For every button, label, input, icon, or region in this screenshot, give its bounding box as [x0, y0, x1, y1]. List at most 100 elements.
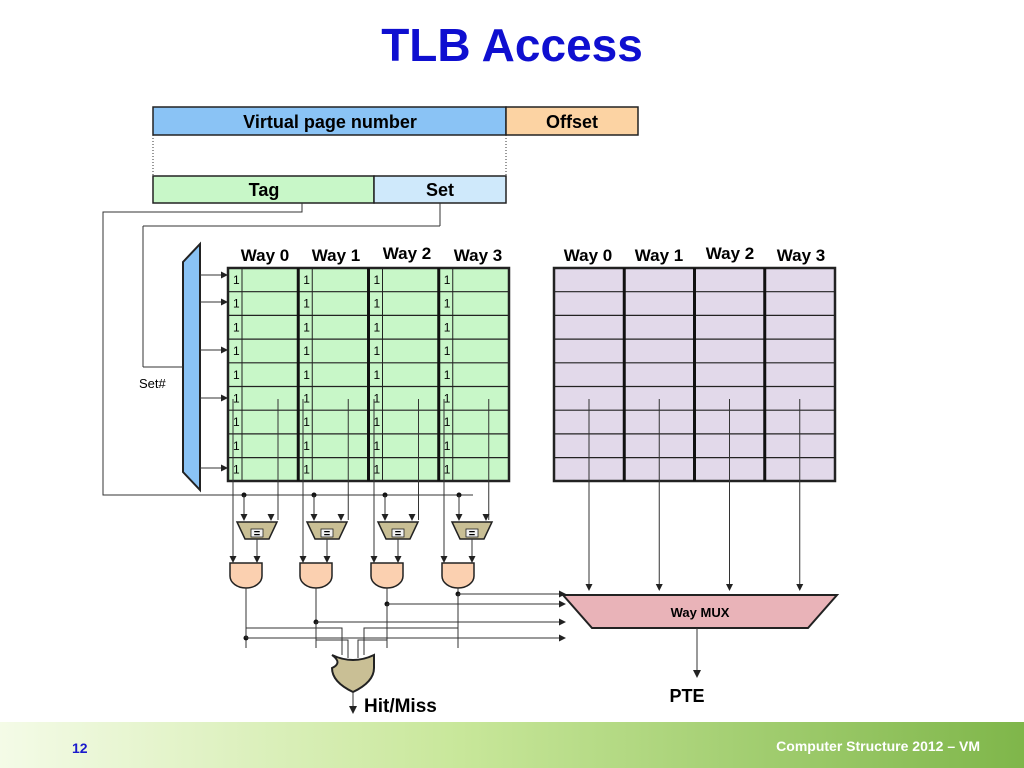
- arrowhead: [482, 514, 490, 521]
- set-field: [373, 175, 507, 204]
- and-gate: [441, 562, 475, 589]
- arrowhead: [323, 556, 331, 563]
- valid-bit: 1: [303, 439, 310, 453]
- valid-bit: 1: [444, 273, 451, 287]
- arrowhead: [381, 514, 389, 521]
- tag-way-label: Way 1: [312, 246, 361, 265]
- arrowhead: [559, 618, 566, 626]
- data-way-label: Way 1: [635, 246, 684, 265]
- way-mux-label: Way MUX: [671, 605, 730, 620]
- valid-bit: 1: [444, 344, 451, 358]
- arrowhead: [337, 514, 345, 521]
- arrowhead: [468, 556, 476, 563]
- way-mux: Way MUX PTE: [560, 594, 840, 706]
- valid-bit: 1: [233, 273, 240, 287]
- or-gate: Hit/Miss: [330, 653, 437, 717]
- valid-bit: 1: [444, 392, 451, 406]
- valid-bit: 1: [303, 320, 310, 334]
- set-label: Set: [426, 180, 454, 200]
- tag-way-label: Way 0: [241, 246, 290, 265]
- comparator-symbol: =: [324, 528, 330, 540]
- data-way-label: Way 3: [777, 246, 826, 265]
- arrowhead: [310, 514, 318, 521]
- tag-bus-line: [102, 203, 473, 496]
- comparator-symbol-box: [320, 528, 334, 538]
- arrowhead: [559, 600, 566, 608]
- arrowhead: [394, 556, 402, 563]
- valid-bit: 1: [233, 439, 240, 453]
- or-input-line: [315, 622, 349, 658]
- valid-bit: 1: [374, 297, 381, 311]
- tag-way-label: Way 2: [383, 244, 432, 263]
- valid-bit: 1: [303, 344, 310, 358]
- valid-bit: 1: [444, 368, 451, 382]
- comparator-symbol-box: [465, 528, 479, 538]
- footer-bar: [0, 722, 1024, 768]
- data-way-label: Way 2: [706, 244, 755, 263]
- page-number: 12: [72, 740, 88, 756]
- vpn-label: Virtual page number: [243, 112, 417, 132]
- set-index-label: Set#: [139, 376, 167, 391]
- arrowhead: [221, 298, 228, 306]
- arrowhead: [349, 706, 357, 714]
- pte-label: PTE: [669, 686, 704, 706]
- set-decoder: Set#: [139, 203, 441, 493]
- set-decoder-shape: [182, 241, 201, 493]
- data-array-way-labels: Way 0 Way 1 Way 2 Way 3: [564, 244, 826, 265]
- and-gate: [299, 562, 333, 589]
- arrowhead: [267, 514, 275, 521]
- tag-label: Tag: [249, 180, 280, 200]
- arrowhead: [559, 634, 566, 642]
- valid-bit: 1: [374, 392, 381, 406]
- arrowhead: [221, 271, 228, 279]
- valid-bit: 1: [303, 297, 310, 311]
- arrowhead: [253, 556, 261, 563]
- valid-bit: 1: [444, 297, 451, 311]
- vpn-field: [152, 106, 507, 136]
- arrowhead: [229, 556, 237, 563]
- comparator-symbol: =: [395, 528, 401, 540]
- data-way-label: Way 0: [564, 246, 613, 265]
- valid-bit: 1: [233, 463, 240, 477]
- offset-field: [505, 106, 639, 136]
- valid-bit: 1: [233, 320, 240, 334]
- arrowhead: [655, 584, 663, 591]
- valid-bit: 1: [444, 415, 451, 429]
- valid-bit: 1: [374, 439, 381, 453]
- arrowhead: [221, 464, 228, 472]
- tag-array-way-labels: Way 0 Way 1 Way 2 Way 3: [241, 244, 503, 265]
- arrowhead: [221, 346, 228, 354]
- address-fields: Virtual page number Offset Tag Set: [152, 106, 639, 204]
- arrowhead: [299, 556, 307, 563]
- arrowhead: [796, 584, 804, 591]
- valid-bit: 1: [374, 320, 381, 334]
- hit-miss-label: Hit/Miss: [364, 696, 437, 717]
- valid-bit: 1: [303, 273, 310, 287]
- arrowhead: [726, 584, 733, 591]
- valid-bit: 1: [233, 297, 240, 311]
- and-gate: [229, 562, 263, 589]
- arrowhead: [693, 670, 701, 678]
- valid-bit: 1: [374, 273, 381, 287]
- compare-logic: ====: [229, 399, 566, 658]
- arrowhead: [440, 556, 448, 563]
- valid-bit: 1: [233, 344, 240, 358]
- valid-bit: 1: [444, 463, 451, 477]
- or-input-line: [357, 604, 388, 658]
- valid-bit: 1: [303, 392, 310, 406]
- comparator-symbol-box: [391, 528, 405, 538]
- arrowhead: [240, 514, 248, 521]
- offset-label: Offset: [546, 112, 598, 132]
- valid-bit: 1: [303, 368, 310, 382]
- valid-bit: 1: [303, 463, 310, 477]
- footer-text: Computer Structure 2012 – VM: [776, 738, 980, 754]
- comparator-symbol-box: [250, 528, 264, 538]
- or-input-line: [363, 594, 459, 655]
- arrowhead: [455, 514, 463, 521]
- valid-bit: 1: [374, 463, 381, 477]
- data-array: [552, 266, 837, 591]
- valid-bit: 1: [444, 320, 451, 334]
- valid-bit: 1: [303, 415, 310, 429]
- valid-bit: 1: [374, 368, 381, 382]
